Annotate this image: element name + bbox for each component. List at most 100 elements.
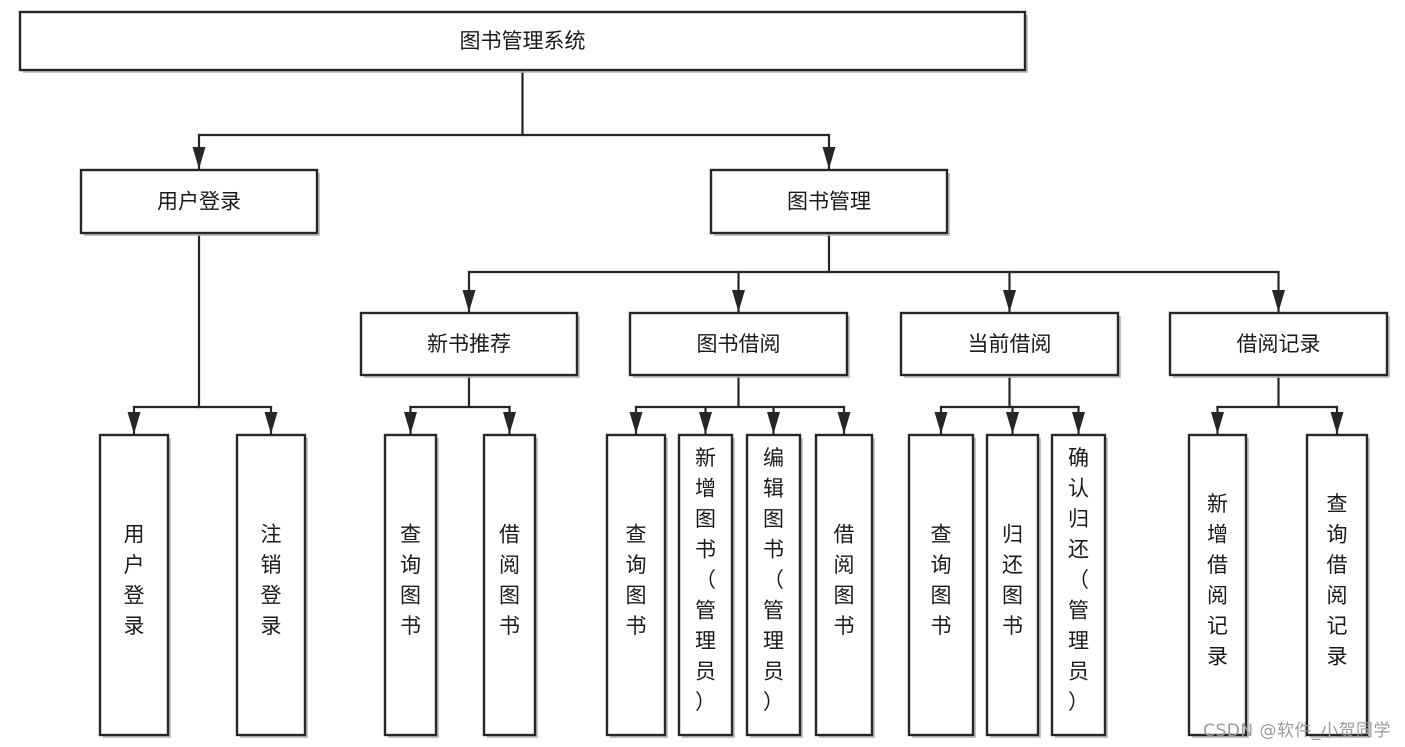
arrow-head-icon	[1211, 412, 1224, 434]
arrow-head-icon	[1272, 290, 1285, 312]
node-rect[interactable]	[1305, 433, 1369, 737]
arrow-head-icon	[127, 412, 141, 434]
node-rect[interactable]	[709, 168, 949, 235]
node-rect[interactable]	[985, 433, 1040, 737]
node-rect[interactable]	[79, 168, 319, 235]
svg-text:录: 录	[1207, 644, 1228, 668]
node-rect[interactable]	[814, 433, 874, 737]
node-rect[interactable]	[1187, 433, 1248, 737]
svg-text:（: （	[1068, 568, 1089, 592]
node-book-borrow[interactable]: 图书借阅	[628, 311, 850, 378]
node-label: 当前借阅	[968, 332, 1052, 356]
svg-text:员: 员	[695, 660, 716, 684]
node-book-manage[interactable]: 图书管理	[709, 168, 950, 236]
node-rect[interactable]	[18, 10, 1027, 72]
watermark-text: CSDN @软件_小贺同学	[1203, 721, 1391, 741]
node-rect[interactable]	[907, 433, 975, 737]
svg-text:（: （	[695, 568, 716, 592]
svg-text:询: 询	[1327, 522, 1348, 546]
node-rect[interactable]	[745, 433, 802, 737]
node-rect[interactable]	[359, 311, 579, 377]
svg-text:辑: 辑	[763, 477, 784, 501]
node-rect[interactable]	[1050, 433, 1107, 737]
svg-text:查: 查	[400, 522, 421, 546]
node-rect[interactable]	[98, 433, 170, 737]
arrow-head-icon	[732, 290, 745, 312]
node-label: 图书管理系统	[460, 29, 586, 53]
svg-text:理: 理	[1068, 629, 1089, 653]
svg-text:）: ）	[763, 690, 784, 714]
svg-text:员: 员	[1068, 660, 1089, 684]
svg-text:）: ）	[1068, 690, 1089, 714]
svg-text:书: 书	[834, 614, 855, 638]
node-borrow-record[interactable]: 借阅记录	[1168, 311, 1390, 378]
svg-text:阅: 阅	[1327, 583, 1348, 607]
svg-text:理: 理	[695, 629, 716, 653]
svg-text:借: 借	[1327, 553, 1348, 577]
node-label: 借阅记录	[1237, 332, 1321, 356]
svg-text:借: 借	[834, 522, 855, 546]
svg-text:图: 图	[834, 583, 855, 607]
svg-text:户: 户	[124, 553, 145, 577]
svg-text:图: 图	[763, 507, 784, 531]
svg-text:新: 新	[1207, 492, 1228, 516]
node-label: 图书借阅	[697, 332, 781, 356]
node-current-borrow[interactable]: 当前借阅	[899, 311, 1121, 378]
svg-text:图: 图	[499, 583, 520, 607]
node-root[interactable]: 图书管理系统	[18, 10, 1028, 73]
arrow-head-icon	[1003, 290, 1016, 312]
node-rect[interactable]	[677, 433, 734, 737]
node-label: 用户登录	[124, 522, 145, 638]
svg-text:图: 图	[931, 583, 952, 607]
node-rect[interactable]	[628, 311, 849, 377]
node-label: 图书管理	[787, 190, 871, 214]
node-rect[interactable]	[383, 433, 438, 737]
arrow-head-icon	[767, 412, 780, 434]
node-user-login[interactable]: 用户登录	[79, 168, 320, 236]
svg-text:记: 记	[1327, 614, 1348, 638]
arrow-head-icon	[1072, 412, 1085, 434]
svg-text:图: 图	[1002, 583, 1023, 607]
node-rect[interactable]	[605, 433, 667, 737]
arrow-head-icon	[699, 412, 712, 434]
svg-text:图: 图	[400, 583, 421, 607]
node-leaf-user-login[interactable]: 用户登录	[98, 433, 171, 738]
node-rect[interactable]	[235, 433, 307, 737]
svg-text:录: 录	[124, 614, 145, 638]
svg-text:书: 书	[763, 538, 784, 562]
svg-text:管: 管	[1068, 599, 1089, 623]
svg-text:还: 还	[1068, 538, 1089, 562]
node-rect[interactable]	[1168, 311, 1389, 377]
node-rect[interactable]	[482, 433, 537, 737]
node-new-book-rec[interactable]: 新书推荐	[359, 311, 580, 378]
svg-text:管: 管	[695, 599, 716, 623]
svg-text:阅: 阅	[1207, 583, 1228, 607]
svg-text:归: 归	[1068, 507, 1089, 531]
svg-text:）: ）	[695, 690, 716, 714]
arrow-head-icon	[837, 412, 851, 434]
svg-text:询: 询	[400, 553, 421, 577]
arrow-head-icon	[822, 147, 836, 169]
node-rect[interactable]	[899, 311, 1120, 377]
svg-text:书: 书	[1002, 614, 1023, 638]
